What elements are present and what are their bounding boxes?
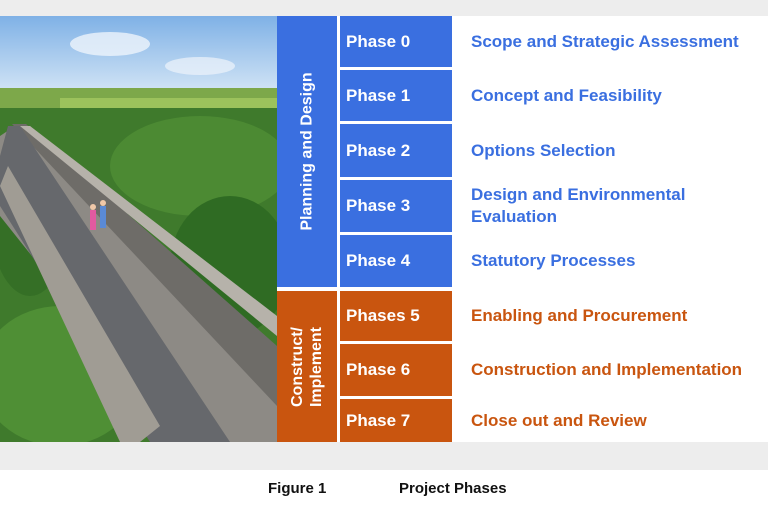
phase-description-2: Options Selection [471,140,616,160]
phase-cell-2: Phase 2 [340,124,452,177]
phase-cell-0: Phase 0 [340,16,452,67]
phase-description-5: Enabling and Procurement [471,306,688,325]
phase-description-4: Statutory Processes [471,251,636,270]
top-band [0,0,768,16]
group-label-line-2: Implement [308,326,326,407]
group-label-planning-and-design: Planning and Design [298,72,316,231]
phase-cell-3: Phase 3 [340,180,452,232]
figure-title: Project Phases [399,480,507,497]
group-planning-and-design: Planning and Design [277,16,337,287]
phase-description-3: Design and Environmental Evaluation [471,185,686,226]
phase-cell-4: Phase 4 [340,235,452,287]
phase-description-7: Close out and Review [471,410,647,430]
phase-description-6: Construction and Implementation [471,360,743,379]
figure-number: Figure 1 [268,480,327,497]
phase-cell-7: Phase 7 [340,399,452,442]
group-construct-implement: Construct/ Implement [277,291,337,442]
phase-cell-6: Phase 6 [340,344,452,396]
phase-description-0: Scope and Strategic Assessment [471,31,739,51]
greenway-bridge-photo [0,16,277,442]
phase-description-1: Concept and Feasibility [471,85,662,105]
group-label-construct-implement: Construct/ Implement [288,326,326,406]
phase-cell-1: Phase 1 [340,70,452,121]
bottom-band [0,442,768,470]
phase-cell-5: Phases 5 [340,291,452,341]
group-label-line-1: Construct/ [289,326,307,407]
